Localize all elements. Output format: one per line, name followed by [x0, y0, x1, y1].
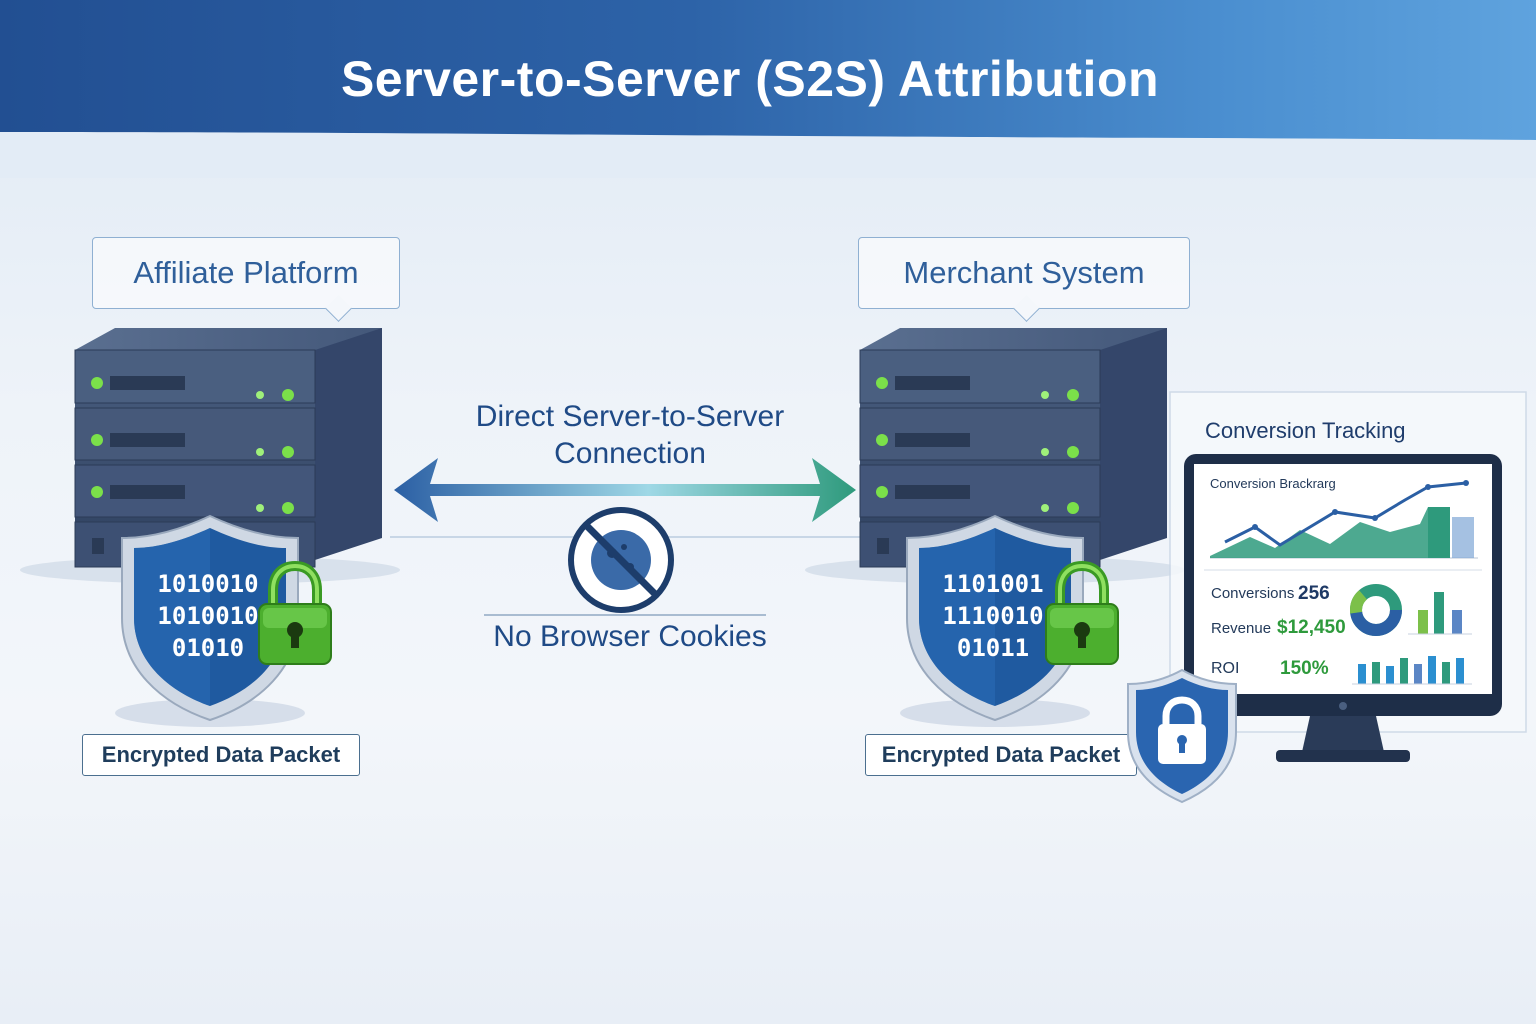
server-unit-2: [74, 407, 316, 461]
tracking-panel-title: Conversion Tracking: [1205, 418, 1406, 443]
metric-revenue-value: $12,450: [1277, 617, 1346, 638]
server-unit-3: [74, 464, 316, 518]
no-cookie-icon: [568, 507, 674, 613]
affiliate-padlock-icon: [258, 560, 332, 665]
conversion-donut-chart: [1350, 584, 1402, 636]
affiliate-packet-label: Encrypted Data Packet: [82, 734, 360, 776]
merchant-binary-line-1: 1101001: [942, 570, 1043, 598]
affiliate-shield-icon: 1010010 1010010 01010: [115, 514, 305, 727]
server-unit-1: [74, 349, 316, 404]
metric-conversions-value: 256: [1298, 583, 1330, 604]
merchant-system-label: Merchant System: [903, 255, 1145, 290]
merchant-binary-line-3: 01011: [957, 634, 1029, 662]
merchant-packet-text: Encrypted Data Packet: [881, 742, 1121, 767]
connection-label-line-2: Connection: [554, 437, 706, 470]
merchant-shield-icon: 1101001 1110010 01011: [900, 514, 1090, 727]
merchant-binary-line-2: 1110010: [942, 602, 1043, 630]
merchant-system-callout: Merchant System: [858, 237, 1190, 322]
affiliate-binary-line-1: 1010010: [157, 570, 258, 598]
merchant-padlock-icon: [1045, 560, 1119, 665]
metric-conversions-label: Conversions: [1211, 585, 1295, 602]
affiliate-packet-text: Encrypted Data Packet: [101, 742, 341, 767]
monitor-icon: [1184, 454, 1502, 762]
security-shield-icon: [1127, 668, 1237, 804]
affiliate-platform-label: Affiliate Platform: [133, 255, 359, 290]
metric-revenue-label: Revenue: [1211, 620, 1272, 637]
no-cookie-divider: [484, 614, 766, 616]
roi-bar-chart: [1352, 656, 1472, 685]
no-cookies-label: No Browser Cookies: [493, 620, 767, 653]
revenue-bar-chart: [1408, 592, 1472, 635]
connection-label: Direct Server-to-Server Connection: [420, 398, 840, 472]
server-unit-2: [859, 407, 1101, 461]
page-title: Server-to-Server (S2S) Attribution: [340, 51, 1160, 107]
monitor-screen-title: Conversion Brackrarg: [1210, 476, 1336, 491]
trend-chart: [1210, 480, 1478, 559]
metric-roi-label: ROI: [1211, 660, 1240, 677]
server-unit-1: [859, 349, 1101, 404]
metric-roi-value: 150%: [1280, 658, 1329, 679]
merchant-packet-label: Encrypted Data Packet: [865, 734, 1137, 776]
header-wave: [0, 132, 1536, 178]
affiliate-binary-line-3: 01010: [172, 634, 244, 662]
server-unit-3: [859, 464, 1101, 518]
connection-label-line-1: Direct Server-to-Server: [475, 400, 785, 433]
affiliate-platform-callout: Affiliate Platform: [92, 237, 400, 322]
affiliate-binary-line-2: 1010010: [157, 602, 258, 630]
